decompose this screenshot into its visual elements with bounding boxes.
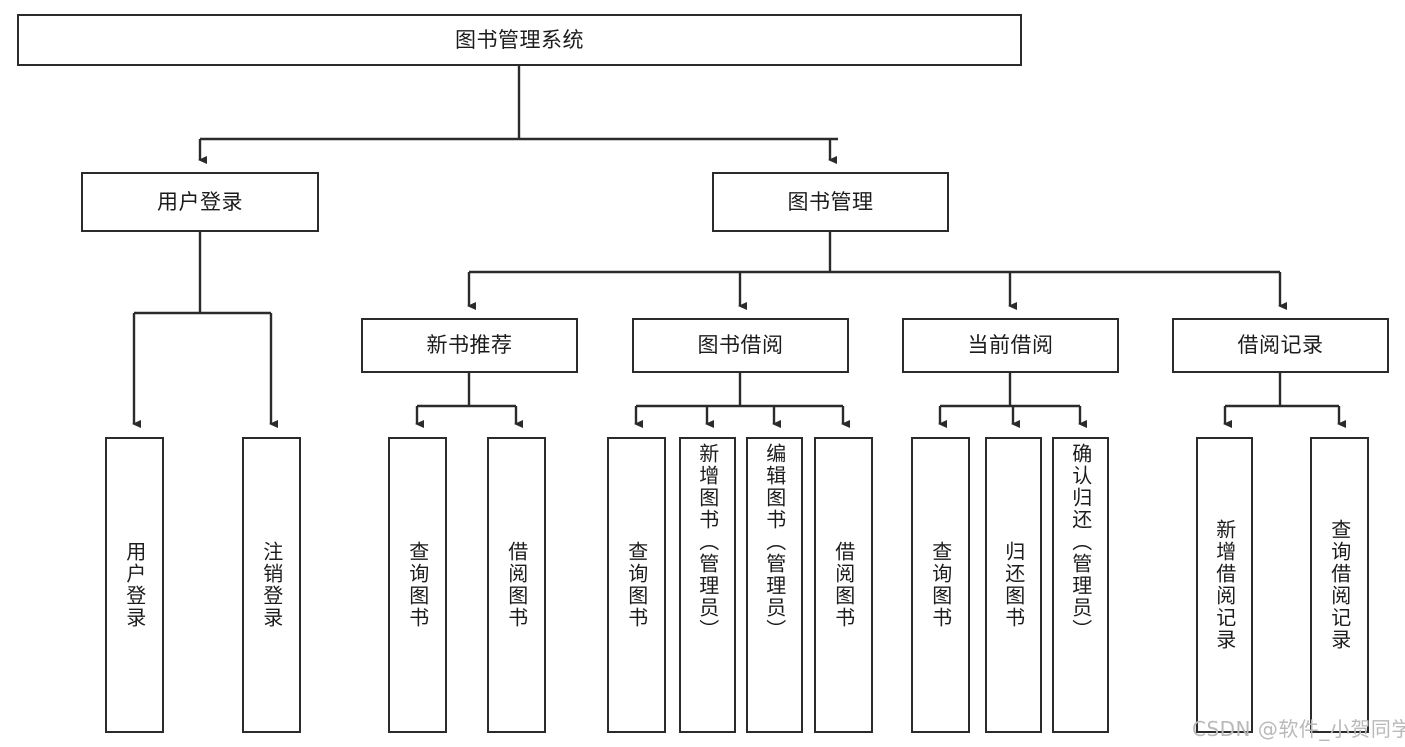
node-leaf-query-book-2[interactable]: 查询图书 xyxy=(607,437,666,733)
node-leaf-query-record-label: 查询借阅记录 xyxy=(1327,519,1352,651)
node-leaf-user-login-label: 用户登录 xyxy=(122,541,147,629)
node-leaf-borrow-book-2-label: 借阅图书 xyxy=(831,541,856,629)
node-leaf-user-logout-label: 注销登录 xyxy=(259,541,284,629)
node-leaf-borrow-book-2[interactable]: 借阅图书 xyxy=(814,437,873,733)
node-new-book-rec[interactable]: 新书推荐 xyxy=(361,318,578,373)
node-leaf-confirm-return-label: 确认归还（管理员） xyxy=(1068,443,1093,641)
node-book-manage-label: 图书管理 xyxy=(787,189,874,214)
node-leaf-query-book-3[interactable]: 查询图书 xyxy=(911,437,970,733)
node-current-borrow-label: 当前借阅 xyxy=(967,333,1054,358)
node-leaf-confirm-return[interactable]: 确认归还（管理员） xyxy=(1052,437,1109,733)
node-book-borrow[interactable]: 图书借阅 xyxy=(632,318,849,373)
node-leaf-query-record[interactable]: 查询借阅记录 xyxy=(1310,437,1369,733)
node-leaf-borrow-book-1-label: 借阅图书 xyxy=(504,541,529,629)
node-leaf-add-record[interactable]: 新增借阅记录 xyxy=(1196,437,1253,733)
node-leaf-edit-book[interactable]: 编辑图书（管理员） xyxy=(746,437,803,733)
node-book-manage[interactable]: 图书管理 xyxy=(712,172,949,232)
node-user-login-label: 用户登录 xyxy=(157,189,243,214)
node-leaf-user-login[interactable]: 用户登录 xyxy=(105,437,164,733)
csdn-watermark: CSDN @软件_小贺同学 xyxy=(1192,717,1405,741)
node-new-book-rec-label: 新书推荐 xyxy=(426,333,513,358)
node-leaf-borrow-book-1[interactable]: 借阅图书 xyxy=(487,437,546,733)
node-leaf-user-logout[interactable]: 注销登录 xyxy=(242,437,301,733)
node-root[interactable]: 图书管理系统 xyxy=(17,14,1022,66)
node-leaf-add-book-label: 新增图书（管理员） xyxy=(695,443,720,641)
node-book-borrow-label: 图书借阅 xyxy=(697,333,784,358)
node-user-login[interactable]: 用户登录 xyxy=(81,172,319,232)
node-leaf-return-book[interactable]: 归还图书 xyxy=(985,437,1042,733)
node-leaf-query-book-1[interactable]: 查询图书 xyxy=(388,437,447,733)
node-leaf-edit-book-label: 编辑图书（管理员） xyxy=(762,443,787,641)
node-leaf-query-book-1-label: 查询图书 xyxy=(405,541,430,629)
node-current-borrow[interactable]: 当前借阅 xyxy=(902,318,1119,373)
node-leaf-query-book-2-label: 查询图书 xyxy=(624,541,649,629)
node-borrow-record-label: 借阅记录 xyxy=(1237,333,1324,358)
node-root-label: 图书管理系统 xyxy=(455,27,584,52)
node-borrow-record[interactable]: 借阅记录 xyxy=(1172,318,1389,373)
node-leaf-add-record-label: 新增借阅记录 xyxy=(1212,519,1237,651)
node-leaf-return-book-label: 归还图书 xyxy=(1001,541,1026,629)
node-leaf-add-book[interactable]: 新增图书（管理员） xyxy=(679,437,736,733)
node-leaf-query-book-3-label: 查询图书 xyxy=(928,541,953,629)
